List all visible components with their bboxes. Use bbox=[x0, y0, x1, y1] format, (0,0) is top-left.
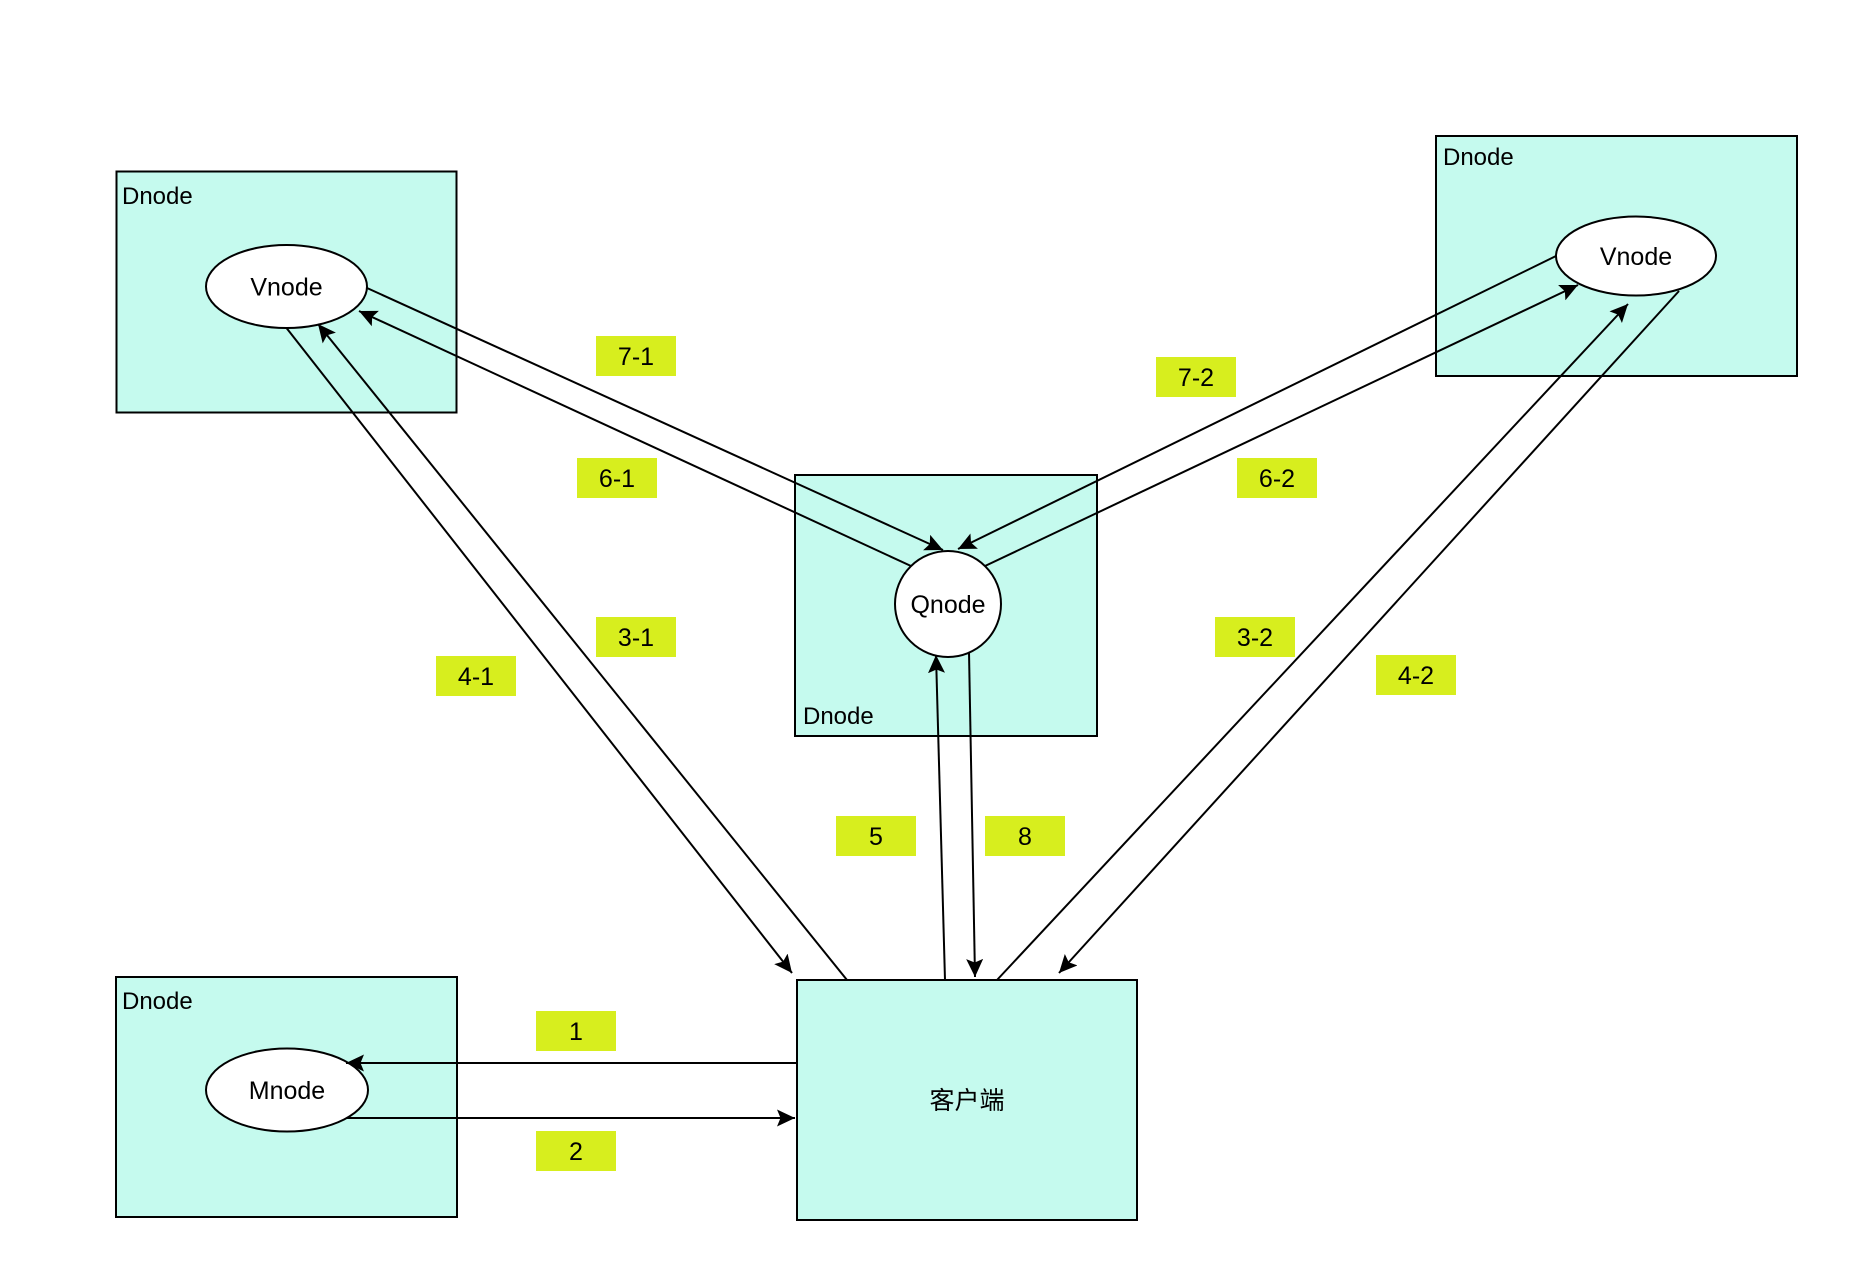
svg-text:4-2: 4-2 bbox=[1398, 662, 1434, 690]
svg-text:Vnode: Vnode bbox=[1600, 243, 1672, 271]
svg-text:3-1: 3-1 bbox=[618, 624, 654, 652]
svg-text:3-2: 3-2 bbox=[1237, 624, 1273, 652]
svg-text:5: 5 bbox=[869, 823, 883, 851]
svg-text:7-1: 7-1 bbox=[618, 343, 654, 371]
svg-text:4-1: 4-1 bbox=[458, 663, 494, 691]
svg-text:6-1: 6-1 bbox=[599, 465, 635, 493]
svg-text:Dnode: Dnode bbox=[1443, 144, 1514, 171]
svg-text:Dnode: Dnode bbox=[803, 703, 874, 730]
svg-text:Dnode: Dnode bbox=[122, 988, 193, 1015]
svg-text:1: 1 bbox=[569, 1018, 583, 1046]
svg-text:Qnode: Qnode bbox=[910, 591, 985, 619]
svg-text:Dnode: Dnode bbox=[122, 183, 193, 210]
svg-text:Mnode: Mnode bbox=[249, 1077, 325, 1105]
svg-text:Vnode: Vnode bbox=[250, 274, 322, 302]
svg-text:7-2: 7-2 bbox=[1178, 364, 1214, 392]
svg-text:8: 8 bbox=[1018, 823, 1032, 851]
svg-text:2: 2 bbox=[569, 1138, 583, 1166]
svg-text:6-2: 6-2 bbox=[1259, 465, 1295, 493]
